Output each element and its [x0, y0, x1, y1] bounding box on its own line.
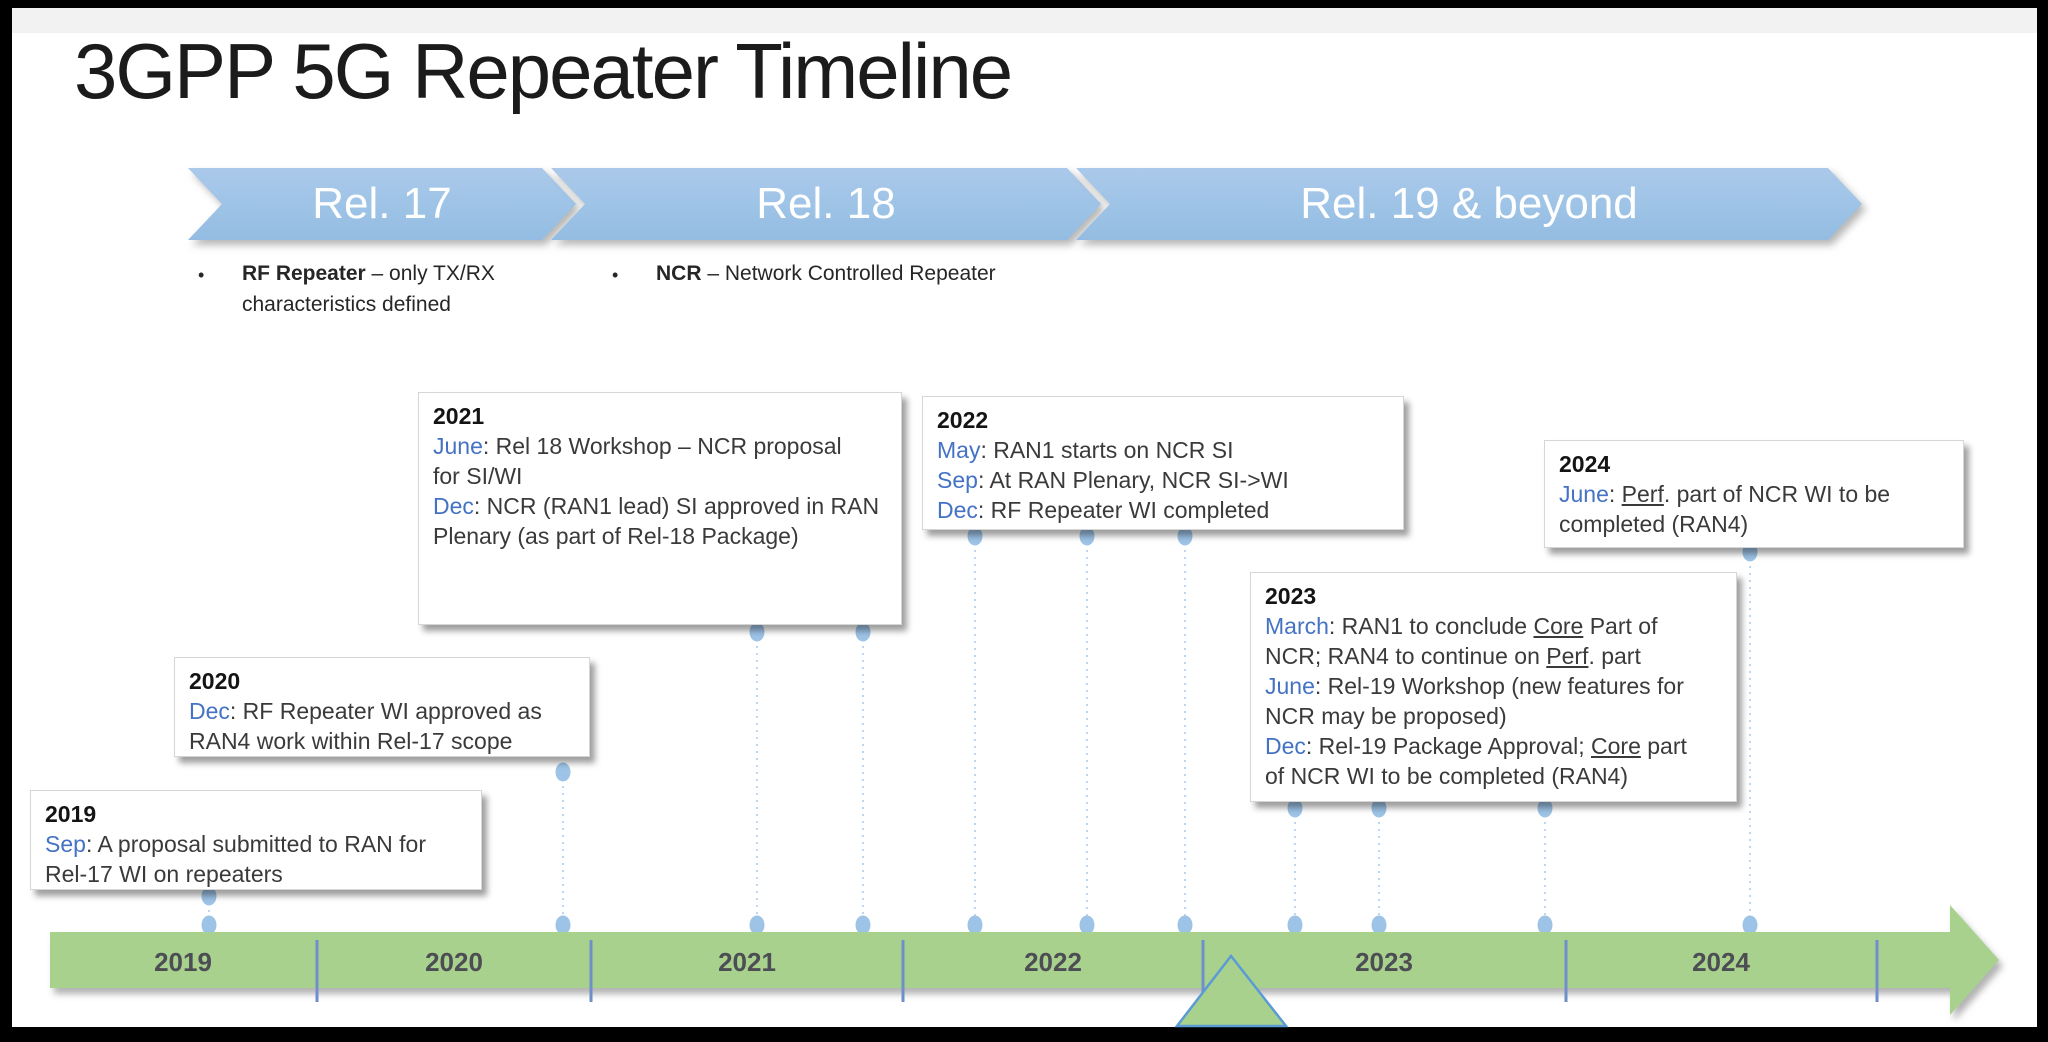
timeline-year-2024: 2024	[1692, 947, 1750, 977]
timeline-arrowhead	[1950, 905, 1999, 1015]
connector-dot-icon	[855, 915, 871, 935]
connector-dot-icon	[1742, 915, 1758, 935]
connector-dot-icon	[1177, 526, 1193, 546]
banner-rel18: Rel. 18	[551, 168, 1101, 240]
event-year: 2020	[189, 668, 241, 694]
text-line: June: Perf. part of NCR WI to be	[1559, 481, 1891, 507]
text-line: Plenary (as part of Rel-18 Package)	[433, 523, 799, 549]
text-line: May: RAN1 starts on NCR SI	[937, 437, 1234, 463]
text-line: March: RAN1 to conclude Core Part of	[1265, 613, 1658, 639]
event-connector	[1371, 798, 1387, 935]
text-line: Dec: Rel-19 Package Approval; Core part	[1265, 733, 1687, 759]
slide-title: 3GPP 5G Repeater Timeline	[74, 27, 1013, 115]
connector-dot-icon	[855, 622, 871, 642]
timeline-year-2020: 2020	[425, 947, 483, 977]
connector-dot-icon	[1287, 798, 1303, 818]
event-year: 2022	[937, 407, 989, 433]
connector-dot-icon	[1177, 915, 1193, 935]
connector-dot-icon	[1537, 915, 1553, 935]
connector-dot-icon	[967, 915, 983, 935]
connector-layer	[201, 526, 1758, 935]
slide-top-strip	[12, 8, 2037, 33]
timeline-bar-group	[50, 905, 1999, 1015]
event-connector	[1537, 798, 1553, 935]
banner-rel17: Rel. 17	[188, 168, 576, 240]
event-year: 2019	[45, 801, 97, 827]
event-connector	[201, 886, 217, 935]
text-line: June: Rel-19 Workshop (new features for	[1265, 673, 1684, 699]
timeline-year-2023: 2023	[1355, 947, 1413, 977]
text-line: completed (RAN4)	[1559, 511, 1749, 537]
event-connector	[1742, 542, 1758, 935]
event-connector	[1177, 526, 1193, 935]
connector-dot-icon	[1537, 798, 1553, 818]
connector-dot-icon	[1079, 526, 1095, 546]
connector-dot-icon	[1079, 915, 1095, 935]
text-line: RAN4 work within Rel-17 scope	[189, 728, 513, 754]
text-line: NCR; RAN4 to continue on Perf. part	[1265, 643, 1641, 669]
event-connector	[749, 622, 765, 935]
text-line: characteristics defined	[242, 293, 451, 316]
event-year: 2024	[1559, 451, 1611, 477]
text-line: June: Rel 18 Workshop – NCR proposal	[433, 433, 842, 459]
text-line: for SI/WI	[433, 463, 523, 489]
timeline-year-2022: 2022	[1024, 947, 1082, 977]
event-connector	[1287, 798, 1303, 935]
legend-text: RF Repeater – only TX/RX characteristics …	[242, 258, 495, 320]
text-line: Rel-17 WI on repeaters	[45, 861, 283, 887]
banner-rel17-wrap: Rel. 17	[188, 168, 576, 240]
current-position-triangle-icon	[1174, 953, 1289, 1028]
banner-rel19: Rel. 19 & beyond	[1076, 168, 1862, 240]
connector-dot-icon	[555, 915, 571, 935]
event-connector	[967, 526, 983, 935]
banner-rel18-label: Rel. 18	[756, 179, 896, 228]
connector-dot-icon	[1371, 915, 1387, 935]
banner-rel19-label: Rel. 19 & beyond	[1300, 179, 1638, 228]
text-line: Dec: RF Repeater WI approved as	[189, 698, 542, 724]
timeline-year-2019: 2019	[154, 947, 212, 977]
text-line: of NCR WI to be completed (RAN4)	[1265, 763, 1629, 789]
banner-rel19-wrap: Rel. 19 & beyond	[1076, 168, 1862, 240]
legend-text: NCR – Network Controlled Repeater	[656, 258, 996, 291]
text-line: NCR – Network Controlled Repeater	[656, 262, 996, 285]
event-connector	[855, 622, 871, 935]
text-line: Dec: RF Repeater WI completed	[937, 497, 1270, 523]
text-line: NCR may be proposed)	[1265, 703, 1507, 729]
event-year: 2021	[433, 403, 485, 429]
text-line: RF Repeater – only TX/RX	[242, 262, 495, 285]
connector-dot-icon	[749, 915, 765, 935]
event-connector	[555, 762, 571, 935]
connector-dot-icon	[201, 886, 217, 906]
text-line: Dec: NCR (RAN1 lead) SI approved in RAN	[433, 493, 880, 519]
legend-item: • NCR – Network Controlled Repeater	[612, 258, 996, 291]
timeline-year-2021: 2021	[718, 947, 776, 977]
banner-rel17-label: Rel. 17	[312, 179, 452, 228]
event-year: 2023	[1265, 583, 1317, 609]
connector-dot-icon	[555, 762, 571, 782]
legend-item: • RF Repeater – only TX/RX characteristics…	[198, 258, 495, 320]
event-connector	[1079, 526, 1095, 935]
connector-dot-icon	[1287, 915, 1303, 935]
text-line: Sep: A proposal submitted to RAN for	[45, 831, 426, 857]
banner-rel18-wrap: Rel. 18	[551, 168, 1101, 240]
connector-dot-icon	[201, 915, 217, 935]
bullet-icon: •	[612, 265, 619, 285]
connector-dot-icon	[967, 526, 983, 546]
bullet-icon: •	[198, 265, 205, 285]
timeline-bar	[50, 932, 1952, 988]
connector-dot-icon	[749, 622, 765, 642]
connector-dot-icon	[1371, 798, 1387, 818]
text-line: Sep: At RAN Plenary, NCR SI->WI	[937, 467, 1289, 493]
